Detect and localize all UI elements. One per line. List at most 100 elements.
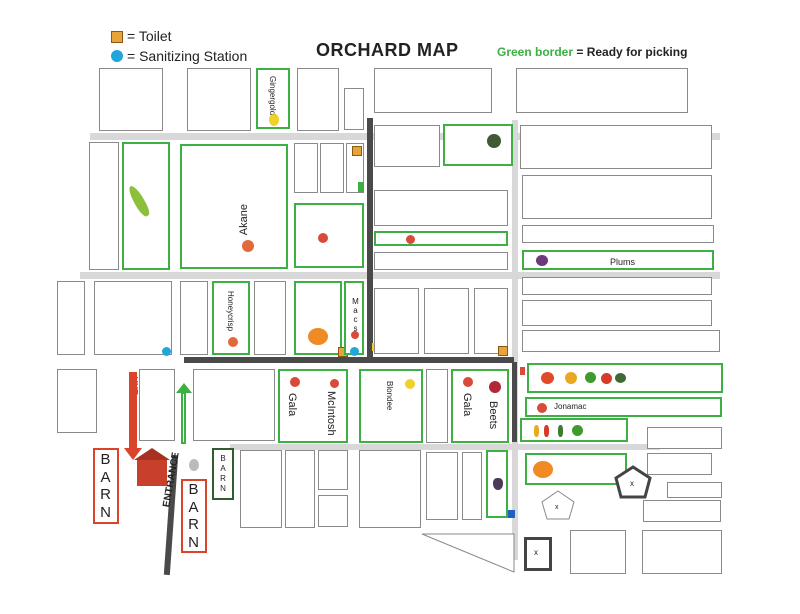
apple-yellow-icon	[405, 379, 415, 389]
pepper-icon	[558, 425, 563, 437]
pumpkin-icon	[308, 328, 328, 345]
legend-toilet-text: = Toilet	[127, 28, 172, 44]
x-mark: x	[555, 504, 559, 511]
pentagon-plot	[541, 490, 575, 520]
plot-pumpkin	[294, 281, 342, 355]
plot	[522, 277, 712, 295]
apple-icon	[330, 379, 339, 388]
sanitizing-station-icon	[162, 347, 171, 356]
plot	[318, 495, 348, 527]
plot-broccoli	[443, 124, 513, 166]
plot	[359, 450, 421, 528]
plot	[297, 68, 339, 131]
plot	[374, 190, 508, 226]
apple-icon	[351, 331, 359, 339]
plot-gala2-label: Gala	[461, 393, 473, 417]
kale-icon	[615, 373, 626, 383]
sanitizing-grey-icon	[189, 459, 199, 471]
pentagon-plot-bold	[614, 465, 652, 499]
plot	[474, 288, 508, 354]
plot	[99, 68, 163, 131]
plot	[643, 500, 721, 522]
triangle-plot	[421, 533, 515, 573]
entrance-arrow-head	[176, 383, 192, 393]
barn-letter: A	[188, 498, 200, 516]
barn-letter: N	[188, 533, 200, 551]
plot	[254, 281, 286, 355]
plot-jonamac-label: Jonamac	[554, 402, 587, 411]
barn-letter: R	[100, 486, 112, 504]
barn-icon	[137, 460, 167, 486]
plot	[642, 530, 722, 574]
plot	[374, 125, 440, 167]
plot-akane: Akane	[180, 144, 288, 269]
plot	[139, 369, 175, 441]
plot-blondee-label: Blondee	[385, 381, 394, 411]
plot	[374, 288, 419, 354]
plot-gala-mcintosh: Gala McIntosh	[278, 369, 348, 443]
tomato-icon	[541, 372, 554, 384]
plot	[94, 281, 172, 355]
plot-blondee: Blondee	[359, 369, 423, 443]
toilet-icon	[498, 346, 508, 356]
plot-mcintosh-label: McIntosh	[325, 391, 337, 436]
plot: x	[524, 537, 552, 571]
plot	[180, 281, 208, 355]
apple-icon	[290, 377, 300, 387]
legend-sanitizing-icon	[111, 50, 123, 62]
apple-icon	[406, 235, 415, 244]
pepper-icon	[572, 425, 583, 436]
plot-gala-beets: Gala Beets	[451, 369, 509, 443]
legend-ready-green: Green border	[497, 45, 574, 59]
plot-macs-label: Macs	[351, 297, 360, 333]
plot	[667, 482, 722, 498]
barn-west: B A R N	[93, 448, 119, 524]
pepper-icon	[601, 373, 612, 384]
plot	[89, 142, 119, 270]
pumpkin-icon	[533, 461, 553, 478]
plot-plums-label: Plums	[610, 257, 636, 267]
plot	[426, 452, 458, 520]
apple-icon	[242, 240, 254, 252]
plot	[520, 125, 712, 169]
barn-letter: R	[188, 516, 200, 534]
barn-letter: N	[100, 504, 112, 522]
legend-sanitizing-text: = Sanitizing Station	[127, 48, 248, 64]
barn-south: B A R N	[181, 479, 207, 553]
plot	[426, 369, 448, 443]
legend-toilet-icon	[111, 31, 123, 43]
path-horizontal-3	[230, 444, 660, 450]
plot	[344, 88, 364, 130]
plot	[522, 330, 720, 352]
plot-gingergold: Gingergold	[256, 68, 290, 129]
pepper-icon	[534, 425, 539, 437]
plot	[647, 453, 712, 475]
plot	[187, 68, 251, 131]
plot	[522, 225, 714, 243]
entrance-arrow	[181, 392, 186, 444]
plot-gala-label: Gala	[286, 393, 298, 417]
plot	[647, 427, 722, 449]
plot-beets-label: Beets	[487, 401, 499, 430]
legend-ready: Green border = Ready for picking	[497, 45, 687, 59]
map-title: ORCHARD MAP	[316, 40, 459, 60]
exit-arrow	[129, 372, 137, 450]
beet-icon	[489, 381, 501, 393]
plot-honeycrisp-label: Honeycrisp	[226, 291, 235, 332]
plot-gingergold-label: Gingergold	[268, 76, 277, 116]
plot-jonamac: Jonamac	[525, 397, 722, 417]
toilet-icon	[352, 146, 362, 156]
sanitizing-station-icon	[350, 347, 359, 356]
plot	[318, 450, 348, 490]
apple-icon	[463, 377, 473, 387]
squash-icon	[565, 372, 577, 384]
plot	[462, 452, 482, 520]
plum-icon	[536, 255, 548, 266]
marker-green	[358, 182, 364, 192]
apple-icon	[537, 403, 547, 413]
plot	[424, 288, 469, 354]
pepper-icon	[544, 425, 549, 437]
road-vertical-east	[512, 362, 517, 442]
